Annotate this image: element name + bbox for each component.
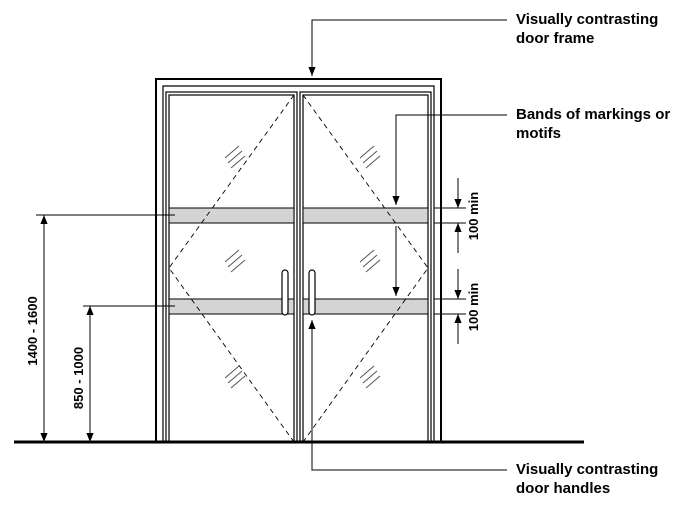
right-door-leaf bbox=[299, 91, 432, 443]
door-handles-callout-line1: Visually contrasting bbox=[516, 461, 659, 478]
right-door-handle bbox=[308, 269, 316, 316]
upper-marking-band bbox=[168, 207, 429, 224]
upper-height-dimension bbox=[36, 214, 175, 442]
door-frame bbox=[155, 78, 442, 442]
bands-callout-line2: motifs bbox=[516, 125, 561, 142]
lower-height-dimension-label: 850 - 1000 bbox=[71, 347, 86, 409]
frame-leader bbox=[308, 19, 507, 76]
upper-band-dimension bbox=[434, 178, 466, 253]
door-frame-callout: Visually contrasting door frame bbox=[516, 10, 658, 48]
left-door-leaf bbox=[165, 91, 298, 443]
door-handles-callout-line2: door handles bbox=[516, 480, 611, 497]
glazing-marks bbox=[224, 145, 381, 389]
upper-height-dimension-label: 1400 - 1600 bbox=[25, 296, 40, 365]
bands-leader bbox=[392, 114, 507, 296]
door-frame-callout-line2: door frame bbox=[516, 30, 595, 47]
lower-marking-band bbox=[168, 298, 429, 315]
upper-band-dimension-label: 100 min bbox=[466, 192, 481, 240]
door-frame-callout-line1: Visually contrasting bbox=[516, 11, 659, 28]
handles-leader bbox=[308, 320, 507, 471]
lower-height-dimension bbox=[83, 305, 175, 442]
left-door-handle bbox=[281, 269, 289, 316]
lower-band-dimension bbox=[434, 269, 466, 344]
bands-callout-line1: Bands of markings or bbox=[516, 106, 671, 123]
bands-callout: Bands of markings or motifs bbox=[516, 105, 670, 143]
door-handles-callout: Visually contrasting door handles bbox=[516, 460, 658, 498]
lower-band-dimension-label: 100 min bbox=[466, 283, 481, 331]
door-swing-lines bbox=[168, 94, 429, 443]
